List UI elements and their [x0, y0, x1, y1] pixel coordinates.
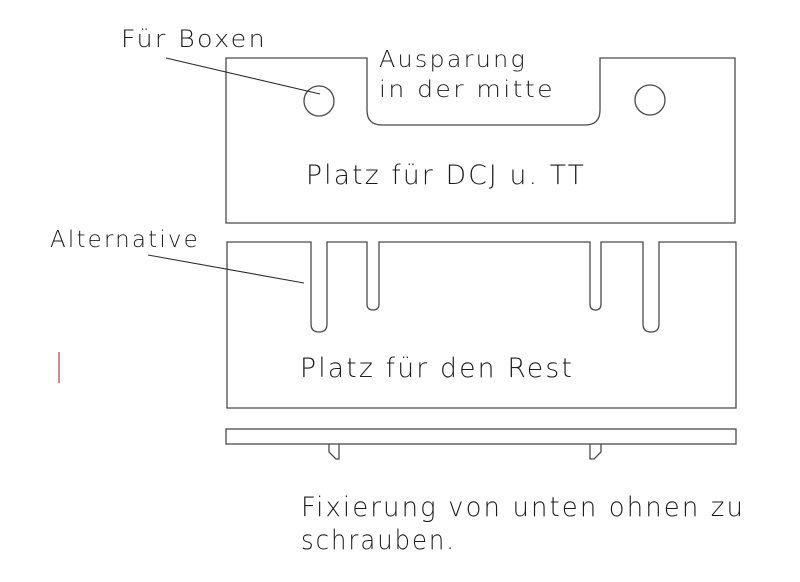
right-hole: [634, 84, 666, 116]
peg-left: [328, 444, 340, 460]
label-schrauben: schrauben.: [301, 525, 456, 556]
leader-fuer-boxen: [165, 57, 321, 95]
label-ausparung: Ausparung: [379, 47, 527, 73]
label-platz-dcj: Platz für DCJ u. TT: [306, 160, 586, 191]
bottom-panel-outline: [226, 241, 737, 409]
peg-right: [589, 444, 602, 460]
top-panel-outline: [225, 57, 736, 224]
base-rail: [225, 428, 737, 445]
label-in-der-mitte: in der mitte: [379, 77, 555, 103]
label-platz-rest: Platz für den Rest: [300, 353, 574, 384]
label-fixierung: Fixierung von unten ohnen zu: [301, 492, 745, 523]
leader-alternative: [147, 254, 305, 284]
label-alternative: Alternative: [50, 227, 200, 253]
left-hole: [303, 85, 335, 117]
label-fuer-boxen: Für Boxen: [121, 25, 267, 53]
